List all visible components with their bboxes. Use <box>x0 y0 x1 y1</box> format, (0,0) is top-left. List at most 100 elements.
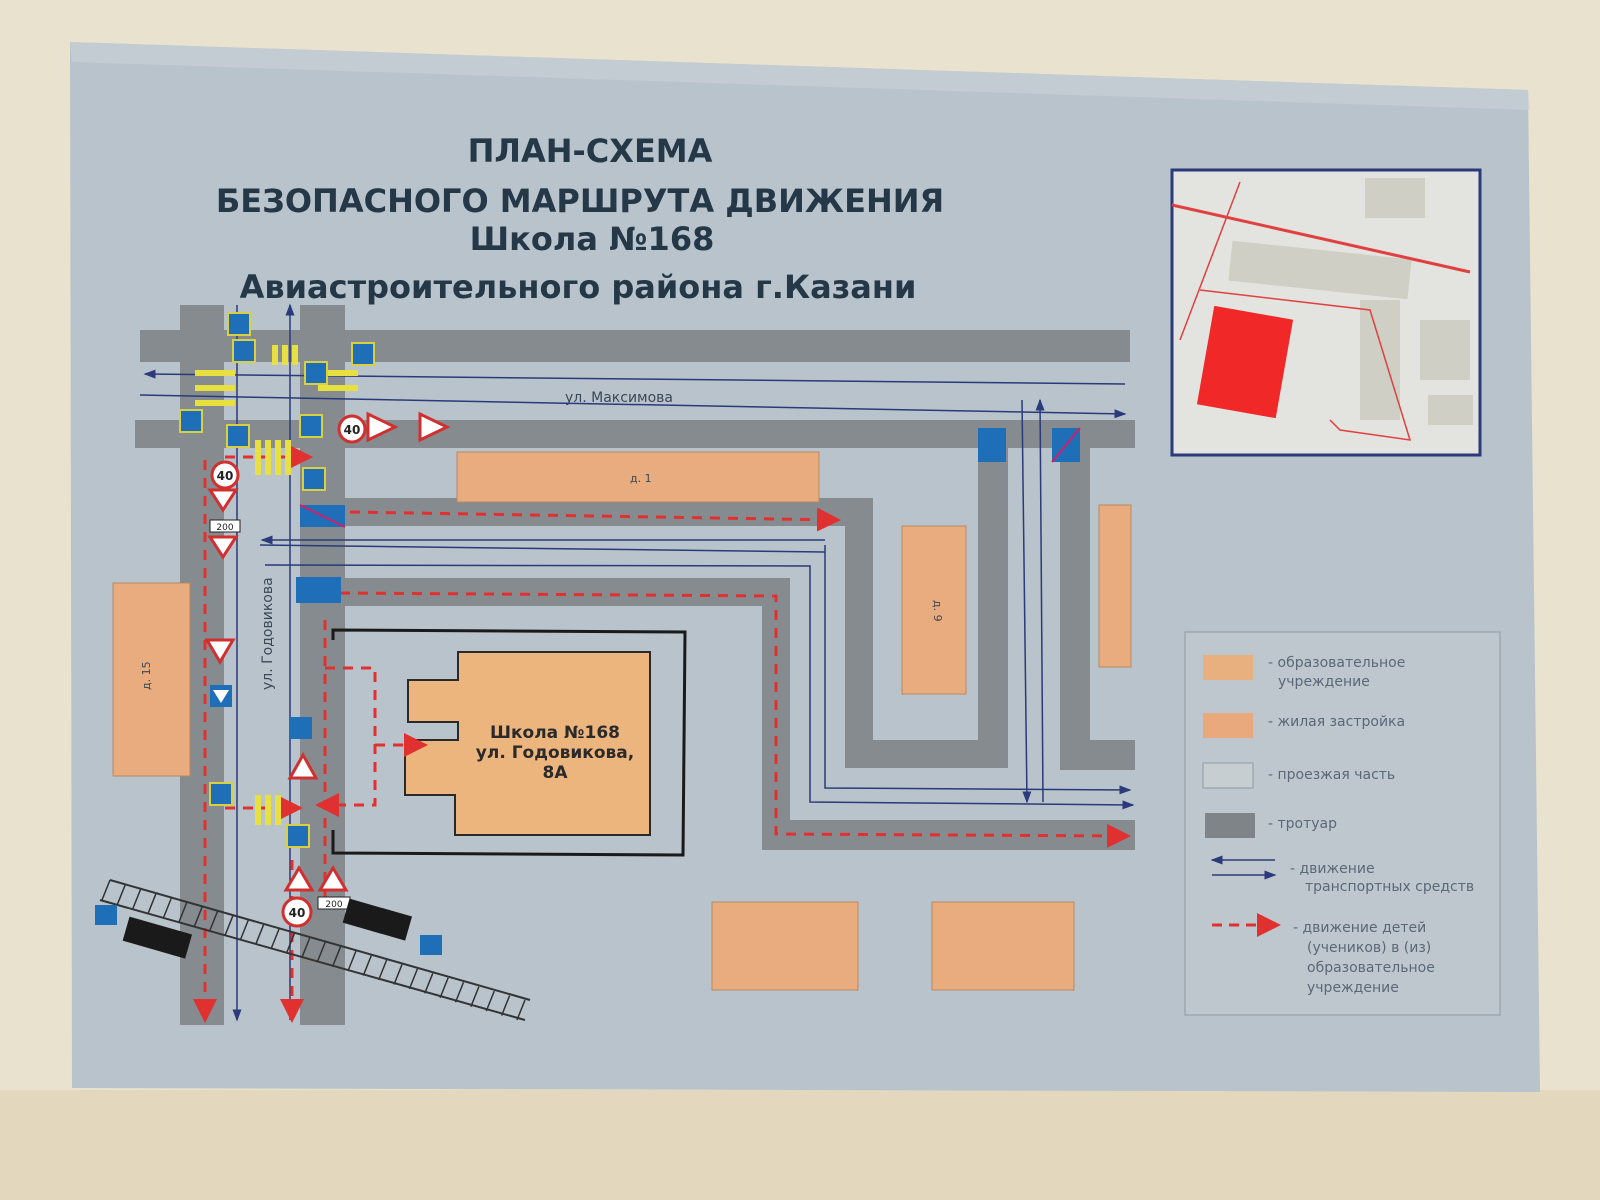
speed-limit-value: 40 <box>217 469 234 483</box>
railway-tie <box>193 906 203 927</box>
legend-label: учреждение <box>1307 980 1399 996</box>
building-south-1 <box>711 901 859 991</box>
children-warning-sign-icon <box>207 535 239 560</box>
railway-tie <box>470 986 480 1007</box>
legend-label: образовательное <box>1307 960 1435 976</box>
railway-tie <box>362 955 372 976</box>
residential-zone-sign-icon <box>978 428 1006 462</box>
inset-location-map <box>1170 168 1482 457</box>
legend-label: - жилая застройка <box>1268 714 1405 730</box>
railway-signal-icon <box>420 935 442 955</box>
railway-tie <box>239 919 250 941</box>
legend-label: - проезжая часть <box>1268 767 1395 783</box>
school-fence <box>331 628 687 857</box>
legend-label: - движение <box>1290 861 1375 877</box>
legend-label: - тротуар <box>1268 816 1337 832</box>
speed-limit-sign-icon <box>281 896 313 928</box>
crosswalks <box>195 345 358 825</box>
barrier <box>342 898 413 941</box>
pedestrian-crossing-sign-icon <box>290 717 312 739</box>
barrier <box>122 916 193 959</box>
railway-crossing <box>95 879 531 1021</box>
railway-tie <box>147 893 157 914</box>
railway-tie <box>270 928 280 950</box>
street-label-godovikova: ул. Годовикова <box>260 577 276 690</box>
railway-tie <box>439 977 449 999</box>
title-line-1: ПЛАН-СХЕМА <box>468 132 713 170</box>
title-line-3: Школа №168 <box>470 220 715 258</box>
children-warning-sign-icon <box>366 411 399 443</box>
pedestrian-crossing-sign-icon <box>286 824 310 848</box>
railway-tie <box>116 884 127 905</box>
legend-swatch-sidewalk <box>1205 813 1255 838</box>
wall-bottom <box>0 1090 1600 1200</box>
children-warning-sign-icon <box>287 751 319 780</box>
railway-tie <box>500 995 511 1016</box>
railway-tie <box>208 910 219 932</box>
pedestrian-crossing-sign-icon <box>227 312 251 336</box>
building-d15-label: д. 15 <box>140 661 153 690</box>
pedestrian-crossing-sign-icon <box>299 414 323 438</box>
railway-tie <box>285 933 296 954</box>
railway-tie <box>393 964 403 985</box>
pedestrian-crossing-sign-icon <box>209 782 233 806</box>
children-warning-sign-icon <box>207 488 239 513</box>
distance-value: 200 <box>216 523 233 533</box>
pedestrian-crossing-sign-icon <box>226 424 250 448</box>
school-address: ул. Годовикова, <box>476 743 634 763</box>
legend-label: (учеников) в (из) <box>1307 940 1431 956</box>
title-line-4: Авиастроительного района г.Казани <box>240 268 917 306</box>
pedestrian-crossing-sign-icon <box>302 467 326 491</box>
speed-limit-sign-icon <box>337 414 367 444</box>
railway-tie <box>331 946 342 967</box>
legend: - образовательное учреждение - жилая зас… <box>1184 631 1501 1016</box>
railway-tie <box>454 981 465 1003</box>
legend-swatch-residential <box>1203 713 1253 738</box>
building-d1-label: д. 1 <box>630 472 652 485</box>
railway-tie <box>424 973 434 994</box>
legend-label: учреждение <box>1278 674 1370 690</box>
pedestrian-crossing-sign-icon <box>179 409 203 433</box>
speed-limit-value: 40 <box>344 423 361 437</box>
pedestrian-crossing-sign-icon <box>232 339 256 363</box>
building-d15 <box>112 582 191 777</box>
legend-swatch-education <box>1203 655 1253 680</box>
railway-tie <box>377 959 388 981</box>
pedestrian-crossing-sign-icon <box>351 342 375 366</box>
distance-value: 200 <box>325 900 342 910</box>
school-location-marker <box>1196 305 1294 419</box>
legend-label: транспортных средств <box>1305 879 1474 895</box>
building-d9-label: д. 9 <box>931 600 944 622</box>
distance-plate <box>209 519 241 533</box>
railway-tie <box>101 879 111 901</box>
residential-zone-sign-icon <box>296 577 341 603</box>
legend-label: - образовательное <box>1268 655 1405 671</box>
building-east <box>1098 504 1132 668</box>
road-signs: 40 40 40 200 200 <box>179 312 1081 928</box>
railway-tie <box>132 888 142 910</box>
street-label-maksimova: ул. Максимова <box>565 390 673 406</box>
railway-tie <box>224 915 234 936</box>
railway-tie <box>347 950 357 972</box>
school-address-number: 8А <box>543 763 569 783</box>
pedestrian-crossing-sign-icon <box>304 361 328 385</box>
title-line-2: БЕЗОПАСНОГО МАРШРУТА ДВИЖЕНИЯ <box>216 182 944 220</box>
railway-tie <box>408 968 419 990</box>
railway-tie <box>301 937 311 959</box>
school-name: Школа №168 <box>490 723 620 743</box>
children-warning-sign-icon <box>283 865 315 892</box>
railway-tie <box>516 999 526 1021</box>
railway-tie <box>485 990 495 1012</box>
children-warning-sign-icon <box>418 411 451 443</box>
speed-limit-sign-icon <box>210 460 240 490</box>
building-d1 <box>456 451 820 503</box>
railway-tie <box>178 901 188 923</box>
railway-tie <box>162 897 173 919</box>
railway-tie <box>316 941 326 963</box>
railway-tie <box>255 924 265 945</box>
building-south-2 <box>931 901 1075 991</box>
building-d9 <box>901 525 967 695</box>
children-warning-sign-icon <box>317 865 349 892</box>
railway-signal-icon <box>95 905 117 925</box>
